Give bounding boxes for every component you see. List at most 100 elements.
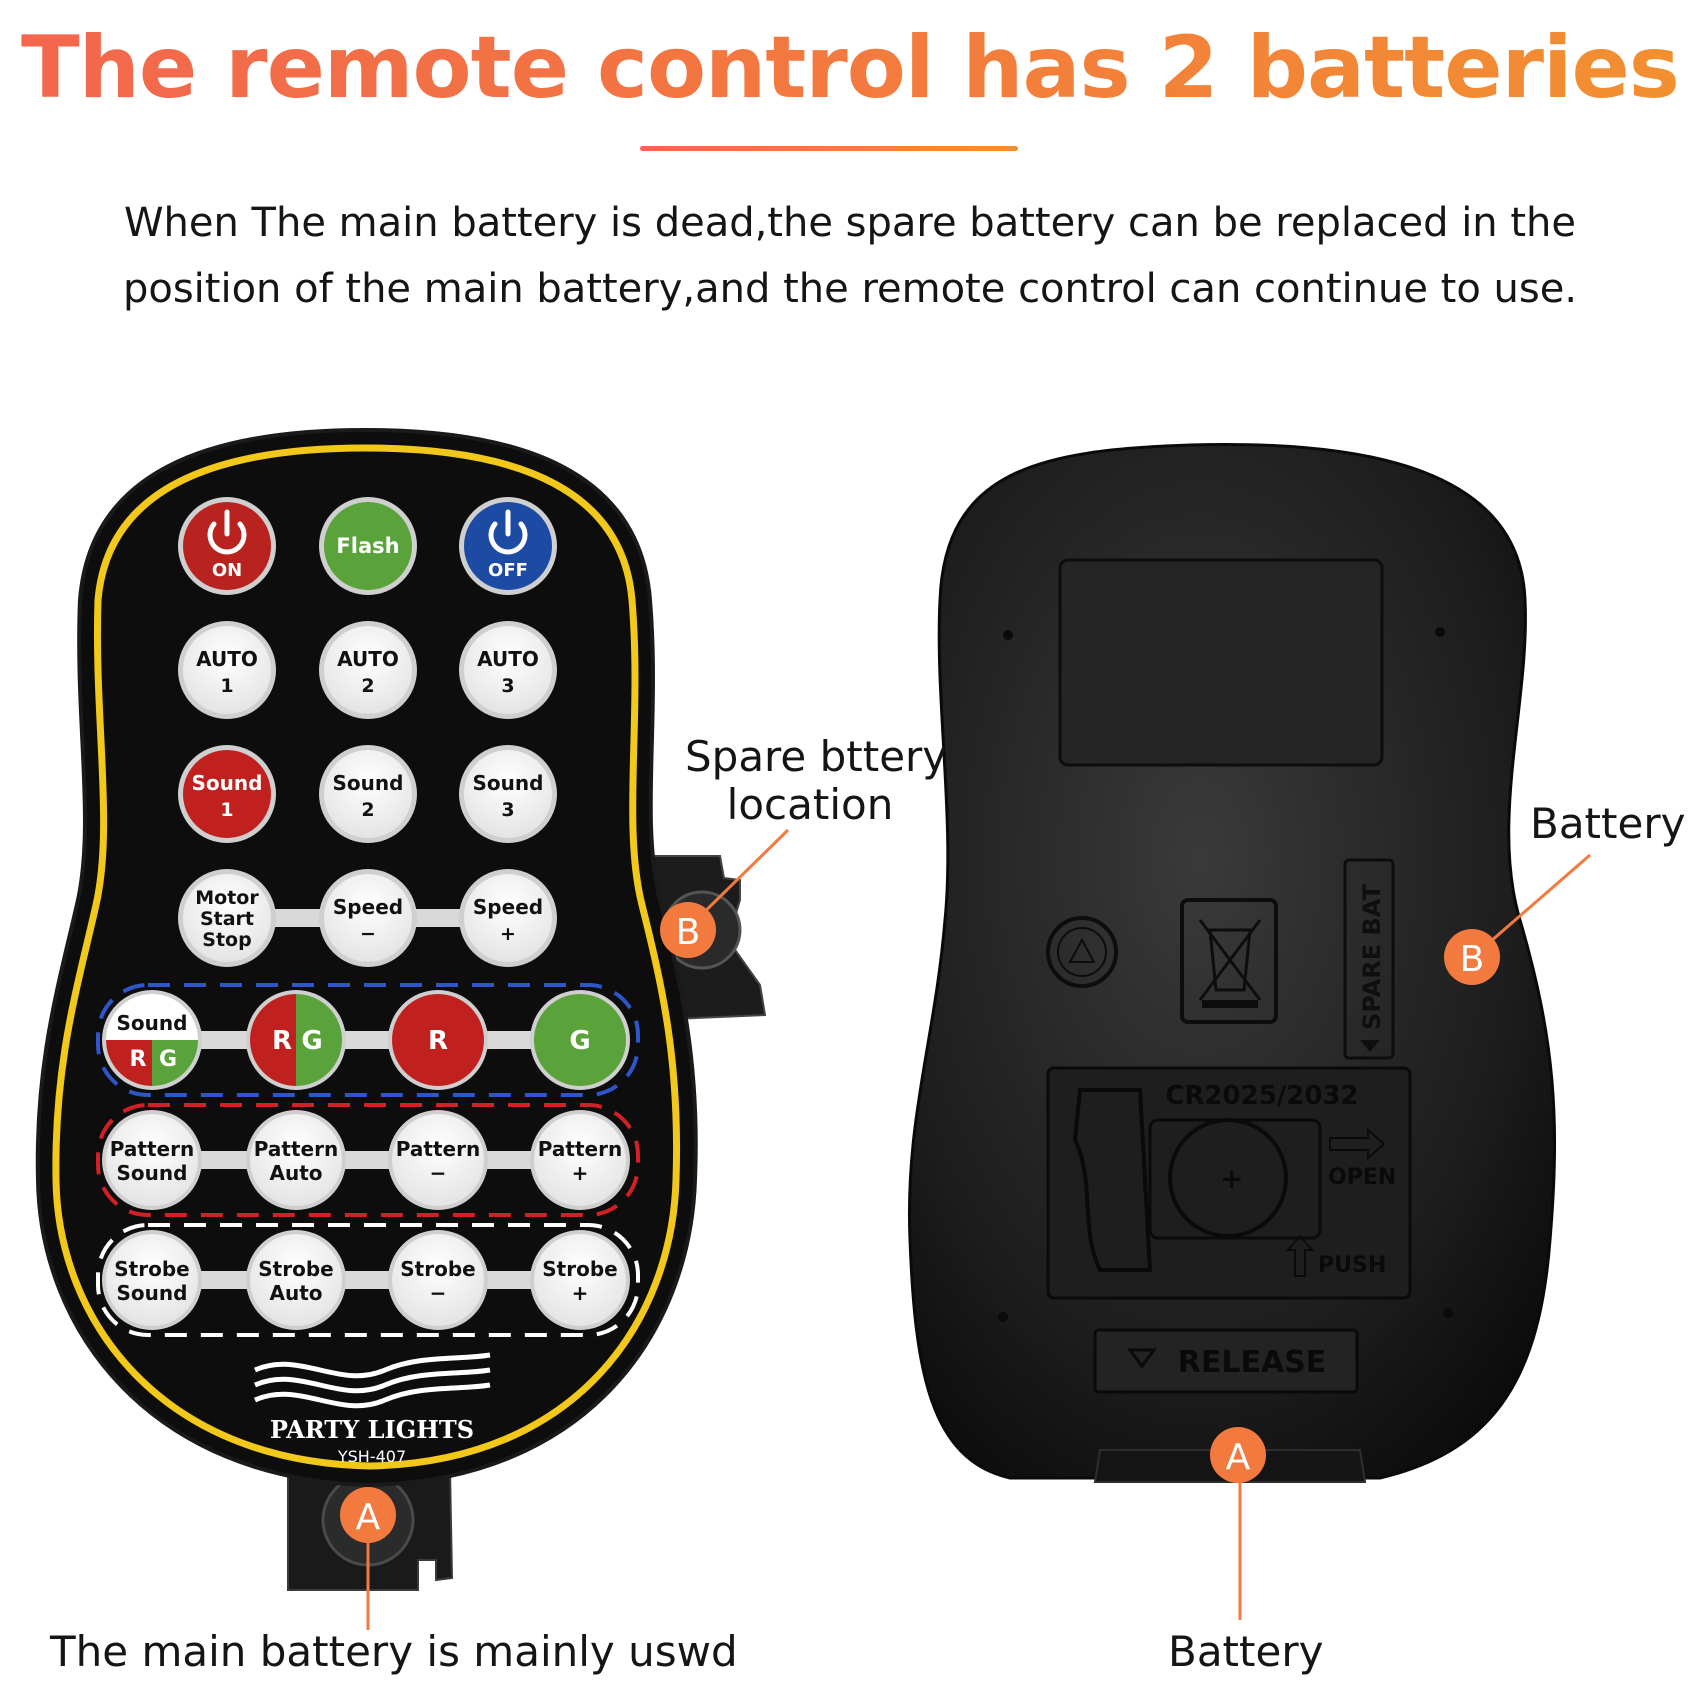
flash-button[interactable]: Flash — [319, 497, 417, 595]
spare-battery-caption: Spare bttery location — [685, 733, 947, 829]
pattern-button[interactable]: Pattern+ — [530, 1110, 630, 1210]
battery-right-caption: Battery — [1530, 799, 1686, 848]
button-label: Speed — [333, 895, 403, 919]
description-text: When The main battery is dead,the spare … — [122, 200, 1578, 312]
recycle-icon — [1046, 916, 1118, 988]
svg-text:B: B — [1460, 939, 1485, 980]
open-label: OPEN — [1328, 1165, 1396, 1190]
power-icon — [488, 509, 528, 555]
button-label: Stop — [202, 929, 251, 951]
button-label: Auto — [269, 1281, 322, 1305]
svg-text:A: A — [356, 1497, 381, 1538]
release-label: RELEASE — [1178, 1345, 1327, 1380]
auto-2-button[interactable]: AUTO 2 — [319, 621, 417, 719]
button-label: + — [572, 1161, 589, 1185]
button-label: Strobe — [542, 1257, 617, 1281]
button-label: R — [130, 1047, 147, 1072]
button-label: Motor — [195, 887, 259, 909]
sound-2-button[interactable]: Sound 2 — [319, 745, 417, 843]
button-connector — [152, 1031, 580, 1049]
button-label: Pattern — [254, 1137, 338, 1161]
open-arrow-icon — [1329, 1127, 1386, 1161]
button-label: 3 — [501, 675, 514, 697]
button-label: Sound — [192, 771, 263, 795]
button-label: Sound — [333, 771, 404, 795]
marker-a-front: A — [340, 1487, 396, 1543]
button-label: + — [500, 923, 516, 945]
remote-yellow-border — [52, 444, 681, 1470]
button-label: AUTO — [337, 647, 399, 671]
label-recess — [1058, 558, 1384, 767]
button-label: Speed — [473, 895, 543, 919]
button-label: R — [428, 1026, 448, 1056]
button-label: G — [569, 1026, 590, 1056]
button-label: AUTO — [196, 647, 258, 671]
remote-front: ONFlashOFFAUTO1AUTO2AUTO3Sound1Sound2Sou… — [35, 427, 767, 1591]
main-battery-caption: The main battery is mainly uswd — [50, 1627, 738, 1676]
button-label: − — [430, 1281, 447, 1305]
model-label: YSH-407 — [337, 1447, 406, 1466]
weee-bin-icon — [1180, 898, 1278, 1024]
g-button[interactable]: G — [530, 990, 630, 1090]
speed-button[interactable]: Speed − — [319, 869, 417, 967]
button-label: Auto — [269, 1161, 322, 1185]
button-label: 2 — [361, 799, 374, 821]
button-label: OFF — [488, 560, 528, 581]
button-label: G — [159, 1047, 177, 1072]
remote-back: SPARE BAT CR2025/2032 + OPEN PUSH RELEAS… — [907, 443, 1557, 1483]
button-label: ON — [212, 560, 242, 581]
button-label: 3 — [501, 799, 514, 821]
on-button[interactable]: ON — [178, 497, 276, 595]
wave-logo — [253, 1352, 491, 1409]
strobe-button[interactable]: Strobe+ — [530, 1230, 630, 1330]
svg-text:B: B — [676, 912, 701, 953]
spare-bat-slot — [1343, 858, 1395, 1060]
release-plate — [1093, 1328, 1359, 1394]
button-label: 2 — [361, 675, 374, 697]
spare-bat-label: SPARE BAT — [1358, 884, 1386, 1030]
button-label: 1 — [220, 799, 233, 821]
marker-b-back: B — [1444, 929, 1500, 985]
sound-1-button[interactable]: Sound 1 — [178, 745, 276, 843]
strobe-button[interactable]: Strobe− — [388, 1230, 488, 1330]
button-connector — [152, 1271, 580, 1289]
brand-label: PARTY LIGHTS — [270, 1415, 474, 1444]
off-button[interactable]: OFF — [459, 497, 557, 595]
button-label: Strobe — [114, 1257, 189, 1281]
button-label: Sound — [473, 771, 544, 795]
pattern-button[interactable]: Pattern− — [388, 1110, 488, 1210]
page-title: The remote control has 2 batteries — [0, 18, 1700, 118]
button-label: Sound — [117, 1161, 188, 1185]
r-button[interactable]: R — [388, 990, 488, 1090]
button-label: Strobe — [258, 1257, 333, 1281]
svg-text:+: + — [1220, 1162, 1243, 1195]
marker-a-back: A — [1210, 1427, 1266, 1483]
push-label: PUSH — [1318, 1253, 1386, 1278]
button-label: G — [301, 1026, 322, 1056]
button-connector — [152, 1151, 580, 1169]
auto-3-button[interactable]: AUTO 3 — [459, 621, 557, 719]
spare-caption-line2: location — [726, 780, 894, 829]
button-label: R — [272, 1026, 292, 1056]
sound-3-button[interactable]: Sound 3 — [459, 745, 557, 843]
button-label: Sound — [117, 1011, 188, 1035]
button-label: − — [360, 923, 376, 945]
button-label: + — [572, 1281, 589, 1305]
marker-b-front: B — [660, 902, 716, 958]
battery-bottom-caption: Battery — [1168, 1627, 1324, 1676]
battery-type-label: CR2025/2032 — [1165, 1081, 1358, 1111]
button-label: Pattern — [396, 1137, 480, 1161]
button-label: Sound — [117, 1281, 188, 1305]
button-label: AUTO — [477, 647, 539, 671]
speed-button[interactable]: Speed + — [459, 869, 557, 967]
button-label: Pattern — [538, 1137, 622, 1161]
